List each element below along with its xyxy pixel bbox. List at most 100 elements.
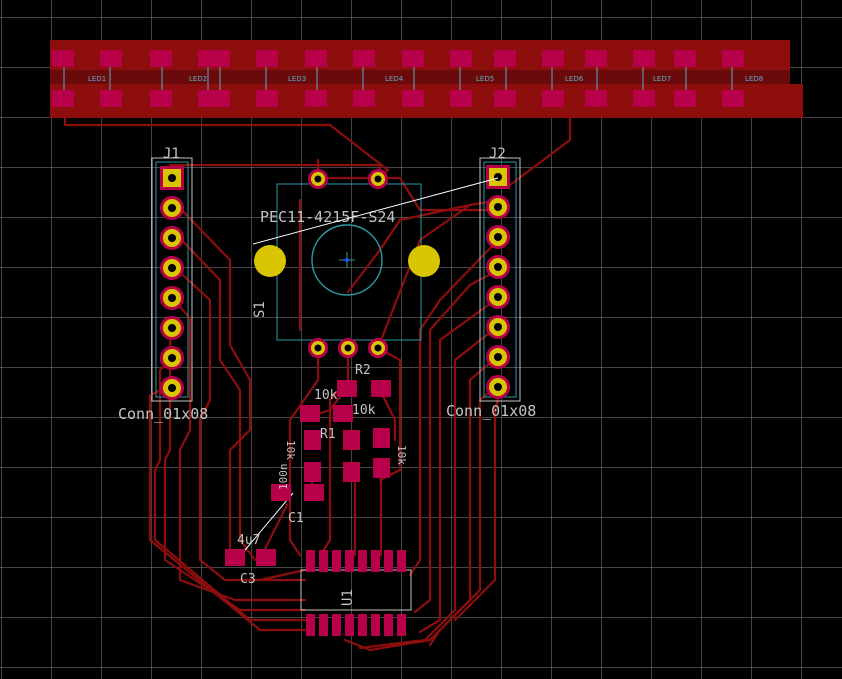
led-3[interactable] [208,50,278,107]
led-5[interactable] [402,50,472,107]
led-label: LED3 [288,75,306,83]
led-7[interactable] [585,50,655,107]
header-pin [160,376,184,400]
ic-pin [371,614,380,636]
cluster-value: 10k [395,445,408,465]
header-pin [160,196,184,220]
led-pad [450,90,472,107]
led-outline [596,67,644,90]
resistor-r2[interactable]: R2 10k [314,363,391,403]
led-6[interactable] [494,50,564,107]
ic-pin [306,550,315,572]
led-pad [150,50,172,67]
led-pad [305,50,327,67]
ic-pin [306,614,315,636]
ic-pin [397,614,406,636]
led-1[interactable] [52,50,122,107]
encoder-s1[interactable]: PEC11-4215F-S24 S1 [252,169,440,358]
connector-j2[interactable]: J2 Conn_01x08 [446,146,536,420]
capacitor-c1[interactable]: C1 100n [271,464,324,527]
led-8[interactable] [674,50,744,107]
ic-u1[interactable]: U1 [300,550,412,636]
header-pin [486,345,510,369]
encoder-value: PEC11-4215F-S24 [260,208,395,226]
encoder-shaft-outline [311,224,383,296]
ic-pin [384,614,393,636]
led-pad [450,50,472,67]
led-label: LED2 [189,75,207,83]
led-outline [161,67,209,90]
led-pad [353,50,375,67]
ic-outline [300,569,412,611]
led-pad [353,90,375,107]
j2-pins [486,165,510,399]
led-pad [402,90,424,107]
ic-pin [345,614,354,636]
led-pad [722,90,744,107]
capacitor-c2[interactable]: 10k [300,403,376,422]
led-outline [685,67,733,90]
led-pad [674,50,696,67]
r2-value: 10k [314,388,338,403]
led-pad [494,50,516,67]
led-pad [100,90,122,107]
header-pin [160,226,184,250]
led-outline [505,67,553,90]
copper-traces [63,106,572,652]
ratsnest-lines [239,177,499,557]
ic-pin [345,550,354,572]
led-pad [150,90,172,107]
header-pin [486,195,510,219]
led-label: LED4 [385,75,404,83]
c3-ref: C3 [240,572,256,587]
header-pin [486,285,510,309]
led-pad [633,50,655,67]
r1-ref: R1 [320,427,336,442]
led-label: LED5 [476,75,494,83]
ic-pin [371,550,380,572]
mount-pad-left [254,245,286,277]
led-label: LED8 [745,75,763,83]
passives[interactable]: R2 10k 10k R1 10k 10k C1 100 [225,363,408,587]
ic-pin [397,550,406,572]
led-strip-channel [50,70,790,84]
ic-pin [358,550,367,572]
ic-pin [332,550,341,572]
connector-j1[interactable]: J1 Conn_01x08 [118,146,208,423]
j1-ref: J1 [163,146,180,162]
led-pad [633,90,655,107]
led-pad [100,50,122,67]
header-pin [486,375,510,399]
encoder-pins-top [308,169,388,189]
led-pad [585,50,607,67]
led-pad [208,50,230,67]
encoder-ref: S1 [252,301,268,318]
capacitor-c3[interactable]: C3 4u7 [225,533,276,587]
led-pad [256,90,278,107]
header-pin [160,286,184,310]
c2-value: 10k [352,403,376,418]
c1-ref: C1 [288,511,304,526]
header-pin [160,166,184,190]
c1-value: 100n [277,464,290,491]
j2-ref: J2 [489,146,506,162]
ic-pin [358,614,367,636]
led-outline [413,67,461,90]
ic-pin [319,550,328,572]
c3-value: 4u7 [237,533,260,548]
resistor-cluster[interactable]: 10k [343,428,408,482]
header-pin [486,165,510,189]
resistor-r1[interactable]: R1 10k [284,427,336,482]
led-pad [542,90,564,107]
led-pad [542,50,564,67]
led-pad [674,90,696,107]
led-pad [52,50,74,67]
led-pad [305,90,327,107]
j2-courtyard [479,157,521,402]
led-4[interactable] [305,50,375,107]
led-outline [316,67,364,90]
led-pad [585,90,607,107]
